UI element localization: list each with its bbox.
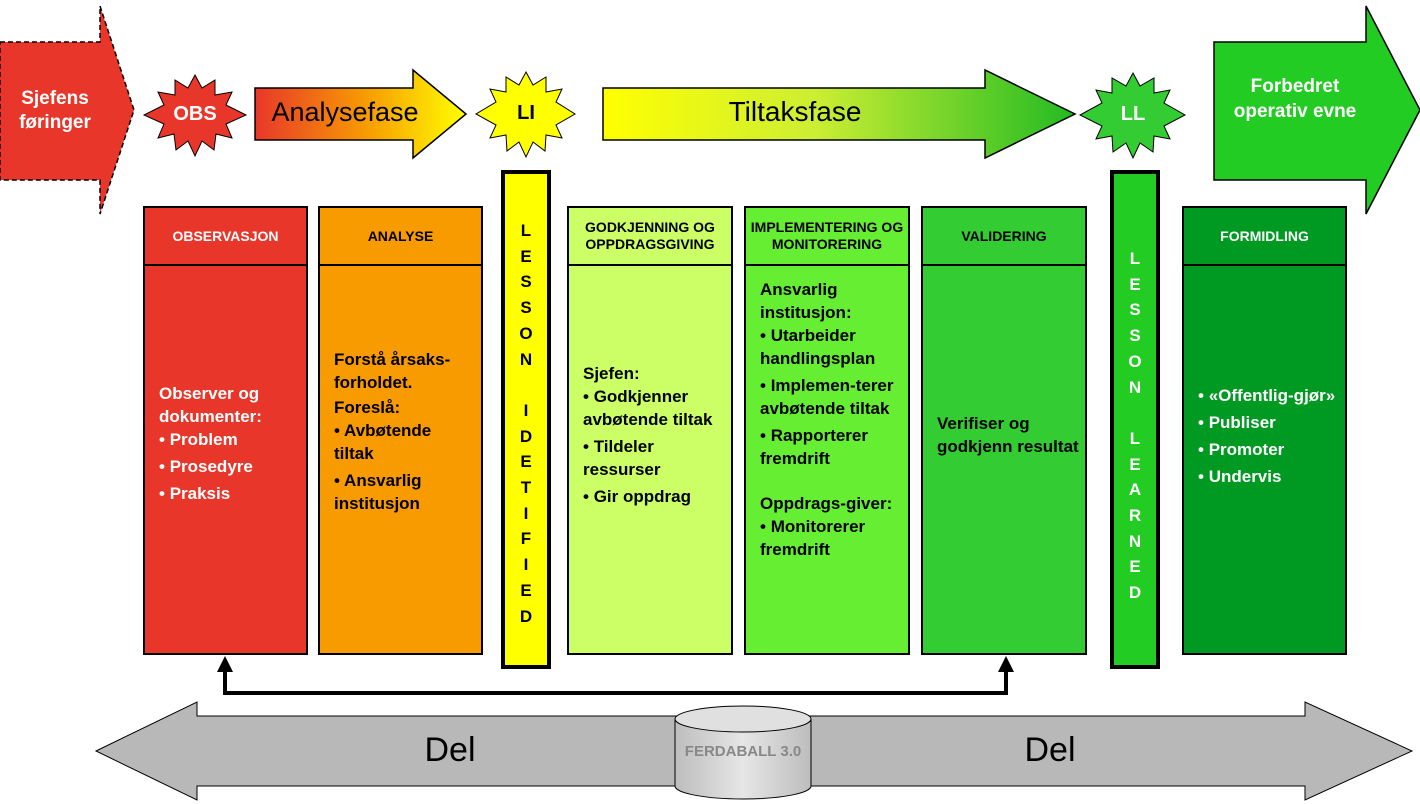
tiltaksfase-label: Tiltaksfase — [728, 96, 862, 127]
column-implementering: IMPLEMENTERING OG MONITORERING Ansvarlig… — [744, 206, 910, 655]
analysefase-arrow-shape — [254, 68, 468, 160]
column-body: Ansvarlig institusjon: Utarbeider handli… — [760, 278, 906, 565]
start-arrow-shape — [0, 5, 135, 215]
vertical-letter: D — [519, 426, 533, 446]
feedback-arrowhead-left — [217, 656, 233, 672]
column-header: VALIDERING — [923, 208, 1085, 266]
analysefase-label: Analysefase — [271, 97, 419, 127]
list-item: Undervis — [1198, 465, 1339, 488]
list-item: Praksis — [159, 482, 300, 505]
vertical-letter: E — [520, 452, 532, 472]
column-header: GODKJENNING OG OPPDRAGSGIVING — [569, 208, 731, 266]
column-analyse: ANALYSE Forstå årsaks-forholdet. Foreslå… — [318, 206, 483, 655]
vertical-letter: E — [1129, 454, 1141, 474]
database-label: FERDABALL 3.0 — [684, 743, 802, 760]
column-intro: Sjefen: — [583, 364, 640, 383]
vertical-letter — [505, 372, 547, 398]
column-body: Forstå årsaks-forholdet. Foreslå: Avbøte… — [334, 348, 475, 519]
column-body: Observer og dokumenter: Problem Prosedyr… — [159, 382, 300, 509]
vertical-letter: E — [520, 580, 532, 600]
column-godkjenning: GODKJENNING OG OPPDRAGSGIVING Sjefen: Go… — [567, 206, 733, 655]
column-header: IMPLEMENTERING OG MONITORERING — [746, 208, 908, 266]
database-cylinder — [674, 719, 812, 800]
vertical-letter: E — [1129, 557, 1141, 577]
vertical-letter: D — [519, 606, 533, 626]
column-header: ANALYSE — [320, 208, 481, 266]
vertical-letter: O — [1128, 351, 1142, 371]
column-body: Sjefen: Godkjenner avbøtende tiltak Tild… — [583, 362, 725, 512]
vertical-letter: N — [1128, 531, 1142, 551]
vertical-letter: E — [520, 246, 532, 266]
list-item: Tildeler ressurser — [583, 435, 725, 481]
list-item: Monitorerer fremdrift — [760, 515, 906, 561]
column-body: «Offentlig-gjør» Publiser Promoter Under… — [1198, 384, 1339, 492]
list-item: Problem — [159, 428, 300, 451]
ll-burst-shape — [1078, 71, 1187, 160]
obs-burst-shape — [142, 73, 248, 158]
column-intro: Foreslå: — [334, 398, 401, 417]
vertical-letter: L — [1129, 428, 1141, 448]
vertical-letter: I — [523, 400, 529, 420]
li-burst-label: LI — [517, 102, 535, 124]
vertical-letter: E — [1129, 274, 1141, 294]
column-validering: VALIDERING Verifiser og godkjenn resulta… — [921, 206, 1087, 655]
list-item: Publiser — [1198, 411, 1339, 434]
list-item: Implemen-terer avbøtende tiltak — [760, 374, 906, 420]
list-item: «Offentlig-gjør» — [1198, 384, 1339, 407]
column-intro: Verifiser og godkjenn resultat — [937, 414, 1079, 456]
list-item: Promoter — [1198, 438, 1339, 461]
vertical-letter: F — [520, 529, 532, 549]
feedback-arrowhead-right — [998, 656, 1014, 672]
column-header: FORMIDLING — [1184, 208, 1345, 266]
list-item: Ansvarlig institusjon — [334, 469, 475, 515]
vertical-letter: R — [1128, 506, 1142, 526]
vertical-letter: N — [1128, 377, 1142, 397]
column-intro: Ansvarlig institusjon: — [760, 280, 852, 322]
li-burst-shape — [474, 70, 576, 159]
vertical-letter: S — [520, 298, 532, 318]
vertical-letter: I — [523, 555, 529, 575]
tiltaksfase-arrow-shape — [602, 68, 1077, 160]
column-body: Verifiser og godkjenn resultat — [937, 412, 1079, 458]
vertical-letter: I — [523, 503, 529, 523]
column-intro: Oppdrags-giver: — [760, 494, 893, 513]
vertical-letter: N — [519, 349, 533, 369]
vertical-letter: S — [1129, 326, 1141, 346]
vertical-letter: O — [519, 323, 533, 343]
vertical-letter: D — [1128, 583, 1142, 603]
list-item: Gir oppdrag — [583, 485, 725, 508]
end-arrow-shape — [1213, 5, 1420, 215]
vertical-letter: S — [520, 272, 532, 292]
column-intro: Forstå årsaks-forholdet. — [334, 350, 451, 392]
column-observasjon: OBSERVASJON Observer og dokumenter: Prob… — [143, 206, 308, 655]
list-item: Prosedyre — [159, 455, 300, 478]
list-item: Godkjenner avbøtende tiltak — [583, 385, 725, 431]
database-cylinder-top — [674, 705, 812, 733]
end-arrow-label: Forbedret operativ evne — [1233, 76, 1357, 122]
vertical-letter: S — [1129, 300, 1141, 320]
list-item: Avbøtende tiltak — [334, 419, 475, 465]
vertical-letter: L — [1129, 249, 1141, 268]
column-header: OBSERVASJON — [145, 208, 306, 266]
del-label-left: Del — [424, 731, 476, 769]
start-arrow-label: Sjefens føringer — [19, 88, 91, 133]
vertical-letter: L — [520, 221, 532, 240]
del-label-right: Del — [1024, 731, 1076, 769]
vertical-letter: A — [1128, 480, 1142, 500]
list-item: Utarbeider handlingsplan — [760, 324, 906, 370]
feedback-connector — [223, 668, 1008, 695]
column-formidling: FORMIDLING «Offentlig-gjør» Publiser Pro… — [1182, 206, 1347, 655]
vertical-letter: T — [520, 478, 532, 498]
list-item: Rapporterer fremdrift — [760, 424, 906, 470]
ll-burst-label: LL — [1120, 103, 1146, 125]
vertical-letter — [1114, 400, 1156, 426]
obs-burst-label: OBS — [173, 103, 217, 125]
column-intro: Observer og dokumenter: — [159, 384, 262, 426]
